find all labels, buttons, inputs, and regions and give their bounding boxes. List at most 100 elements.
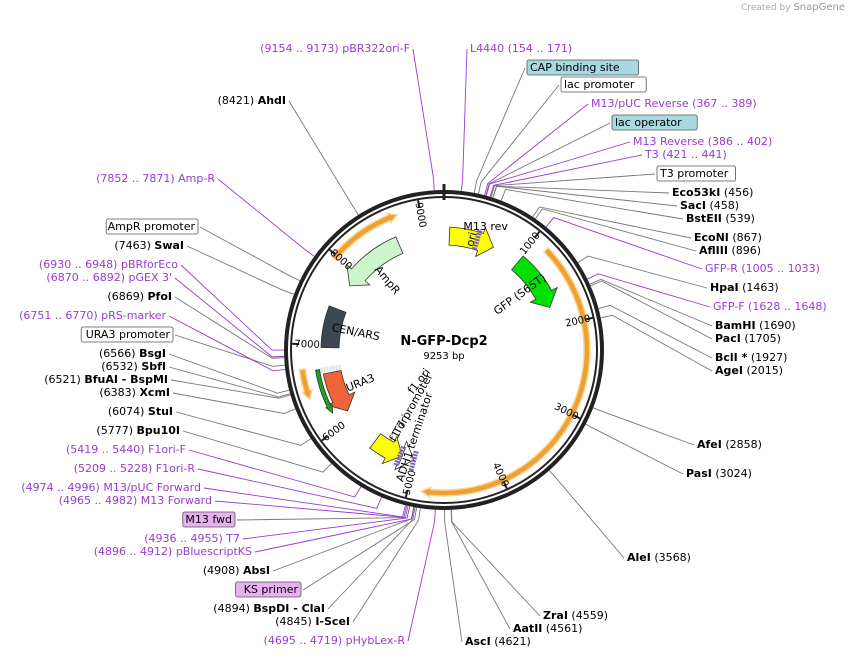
- label-text: AmpR promoter: [108, 220, 196, 233]
- label-box: [526, 59, 639, 76]
- leader-28: [352, 508, 421, 623]
- primer-range: (6930 .. 6948): [39, 258, 118, 271]
- enzyme-pos: (7463): [114, 239, 151, 252]
- primer-label: (5419 .. 5440) F1ori-F: [66, 443, 186, 456]
- label-box: [235, 581, 302, 598]
- leader-43: [168, 366, 291, 398]
- enzyme-name: PfoI: [148, 290, 173, 303]
- tick-label-7000: 7000: [294, 339, 320, 351]
- enzyme-label: PasI (3024): [686, 467, 752, 480]
- label-ahdi: (8421) AhdI: [218, 94, 286, 107]
- site-mark-0: [471, 229, 483, 251]
- enzyme-name: AbsI: [243, 564, 270, 577]
- label-lac-promoter: lac promoter: [560, 76, 647, 93]
- enzyme-label: (7463) SwaI: [114, 239, 184, 252]
- label-pbrforeco: (6930 .. 6948) pBRforEco: [39, 258, 178, 271]
- enzyme-name: BsgI: [139, 347, 166, 360]
- primer-range: (4974 .. 4996): [21, 481, 100, 494]
- leader-44: [168, 353, 290, 394]
- label-amp-r: (7852 .. 7871) Amp-R: [96, 172, 215, 185]
- leader-0: [412, 48, 435, 191]
- enzyme-name: BstEII: [686, 212, 722, 225]
- leader-41: [172, 392, 296, 414]
- leader-53: [288, 100, 359, 216]
- enzyme-label: AleI (3568): [627, 551, 691, 564]
- label-saci: SacI (458): [680, 199, 739, 212]
- enzyme-label: BstEII (539): [686, 212, 755, 225]
- label-bamhi: BamHI (1690): [715, 319, 796, 332]
- enzyme-label: (6074) StuI: [108, 405, 173, 418]
- enzyme-label: AgeI (2015): [715, 364, 783, 377]
- leader-8: [490, 173, 656, 198]
- label-bcli-: BclI * (1927): [715, 351, 787, 364]
- enzyme-name: BspDI - ClaI: [253, 602, 325, 615]
- enzyme-pos: (2858): [725, 438, 762, 451]
- primer-label: (4695 .. 4719) pHybLex-R: [264, 634, 406, 647]
- primer-label: (4896 .. 4912) pBluescriptKS: [94, 545, 252, 558]
- inner-label-0: M13 rev: [463, 220, 508, 233]
- tick-label-1000: 1000: [518, 230, 543, 257]
- enzyme-pos: (4845): [275, 615, 312, 628]
- primer-range: (9154 .. 9173): [260, 42, 339, 55]
- enzyme-label: (6383) XcmI: [99, 386, 170, 399]
- label-text: URA3 promoter: [86, 328, 171, 341]
- enzyme-name: AflIII: [699, 244, 728, 257]
- label-gfp-f: GFP-F (1628 .. 1648): [713, 300, 827, 313]
- primer-range: (4965 .. 4982): [59, 494, 138, 507]
- feature-label-ampr: AmpR: [372, 263, 403, 297]
- leader-1: [460, 48, 468, 191]
- label-afei: AfeI (2858): [697, 438, 762, 451]
- enzyme-name: SbfI: [141, 360, 166, 373]
- primer-label: GFP-F (1628 .. 1648): [713, 300, 827, 313]
- primer-name: GFP-F: [713, 300, 745, 313]
- enzyme-label: (4908) AbsI: [203, 564, 270, 577]
- enzyme-pos: (6074): [108, 405, 145, 418]
- primer-label: M13/pUC Reverse (367 .. 389): [591, 97, 757, 110]
- enzyme-name: PasI: [686, 467, 712, 480]
- primer-name: pBluescriptKS: [176, 545, 252, 558]
- enzyme-name: SwaI: [154, 239, 184, 252]
- primer-label: (9154 .. 9173) pBR322ori-F: [260, 42, 410, 55]
- primer-name: M13/pUC Reverse: [591, 97, 689, 110]
- primer-name: pBRforEco: [121, 258, 178, 271]
- feature-adh1-term: [394, 440, 415, 471]
- label-absi: (4908) AbsI: [203, 564, 270, 577]
- label-paci: PacI (1705): [715, 332, 781, 345]
- primer-name: pGEX 3': [128, 271, 172, 284]
- credit: Created by SnapGene: [741, 2, 845, 13]
- label-cap-binding-site: CAP binding site: [526, 59, 639, 76]
- label-bsgi: (6566) BsgI: [99, 347, 166, 360]
- enzyme-label: (4894) BspDI - ClaI: [213, 602, 325, 615]
- label-econi: EcoNI (867): [694, 231, 762, 244]
- leader-24: [450, 509, 541, 617]
- enzyme-label: (8421) AhdI: [218, 94, 286, 107]
- enzyme-label: PacI (1705): [715, 332, 781, 345]
- label-pgex-3-: (6870 .. 6892) pGEX 3': [46, 271, 172, 284]
- label-bfuai-bspmi: (6521) BfuAI - BspMI: [44, 373, 168, 386]
- primer-label: T3 (421 .. 441): [644, 148, 727, 161]
- primer-name: GFP-R: [705, 262, 738, 275]
- enzyme-pos: (4621): [494, 635, 531, 648]
- enzyme-label: ZraI (4559): [543, 609, 608, 622]
- enzyme-name: AhdI: [258, 94, 286, 107]
- label-gfp-r: GFP-R (1005 .. 1033): [705, 262, 820, 275]
- primer-range: (6751 .. 6770): [19, 309, 98, 322]
- label-t3: T3 (421 .. 441): [644, 148, 727, 161]
- primer-name: Amp-R: [178, 172, 215, 185]
- leader-4: [484, 103, 589, 196]
- label-prs-marker: (6751 .. 6770) pRS-marker: [19, 309, 166, 322]
- leader-35: [214, 500, 408, 518]
- enzyme-pos: (867): [732, 231, 762, 244]
- primer-label: (4936 .. 4955) T7: [144, 532, 240, 545]
- label-text: lac operator: [615, 116, 682, 129]
- leader-30: [302, 507, 418, 591]
- leader-17: [589, 278, 713, 327]
- label-bspdi-clai: (4894) BspDI - ClaI: [213, 602, 325, 615]
- leader-20: [600, 314, 713, 372]
- label-box: [656, 165, 736, 182]
- enzyme-label: AatII (4561): [513, 622, 582, 635]
- enzyme-name: ZraI: [543, 609, 568, 622]
- primer-name: M13/pUC Forward: [103, 481, 201, 494]
- leader-45: [174, 334, 285, 367]
